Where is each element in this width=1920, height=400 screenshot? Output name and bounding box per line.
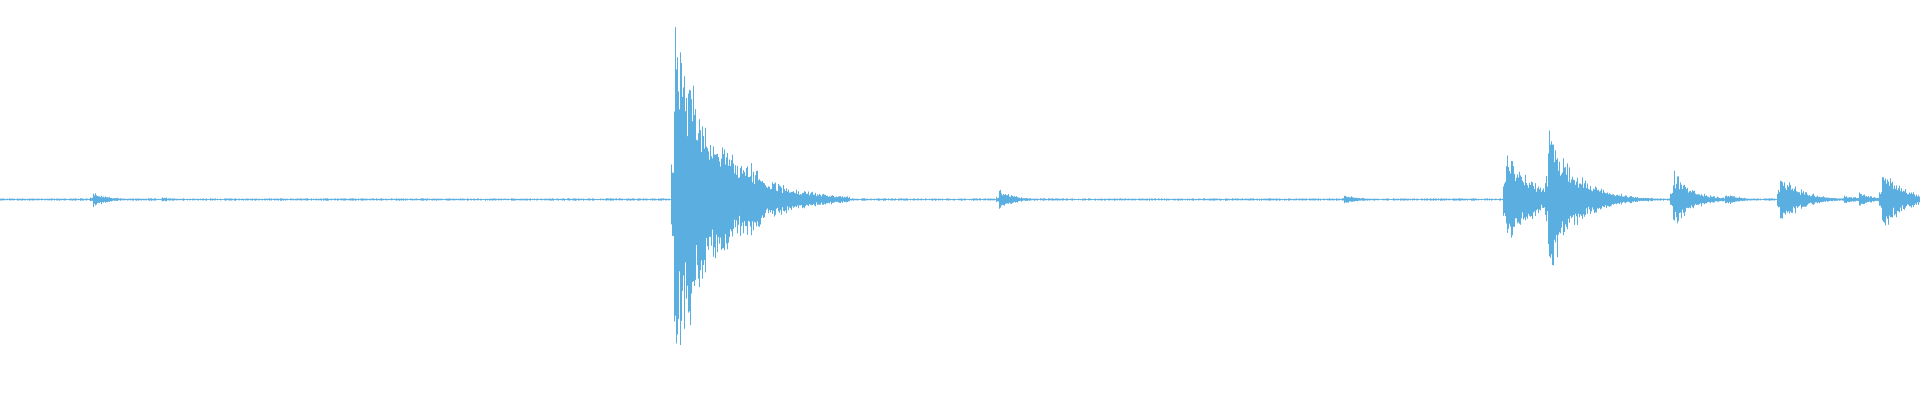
waveform-samples [0,27,1920,345]
